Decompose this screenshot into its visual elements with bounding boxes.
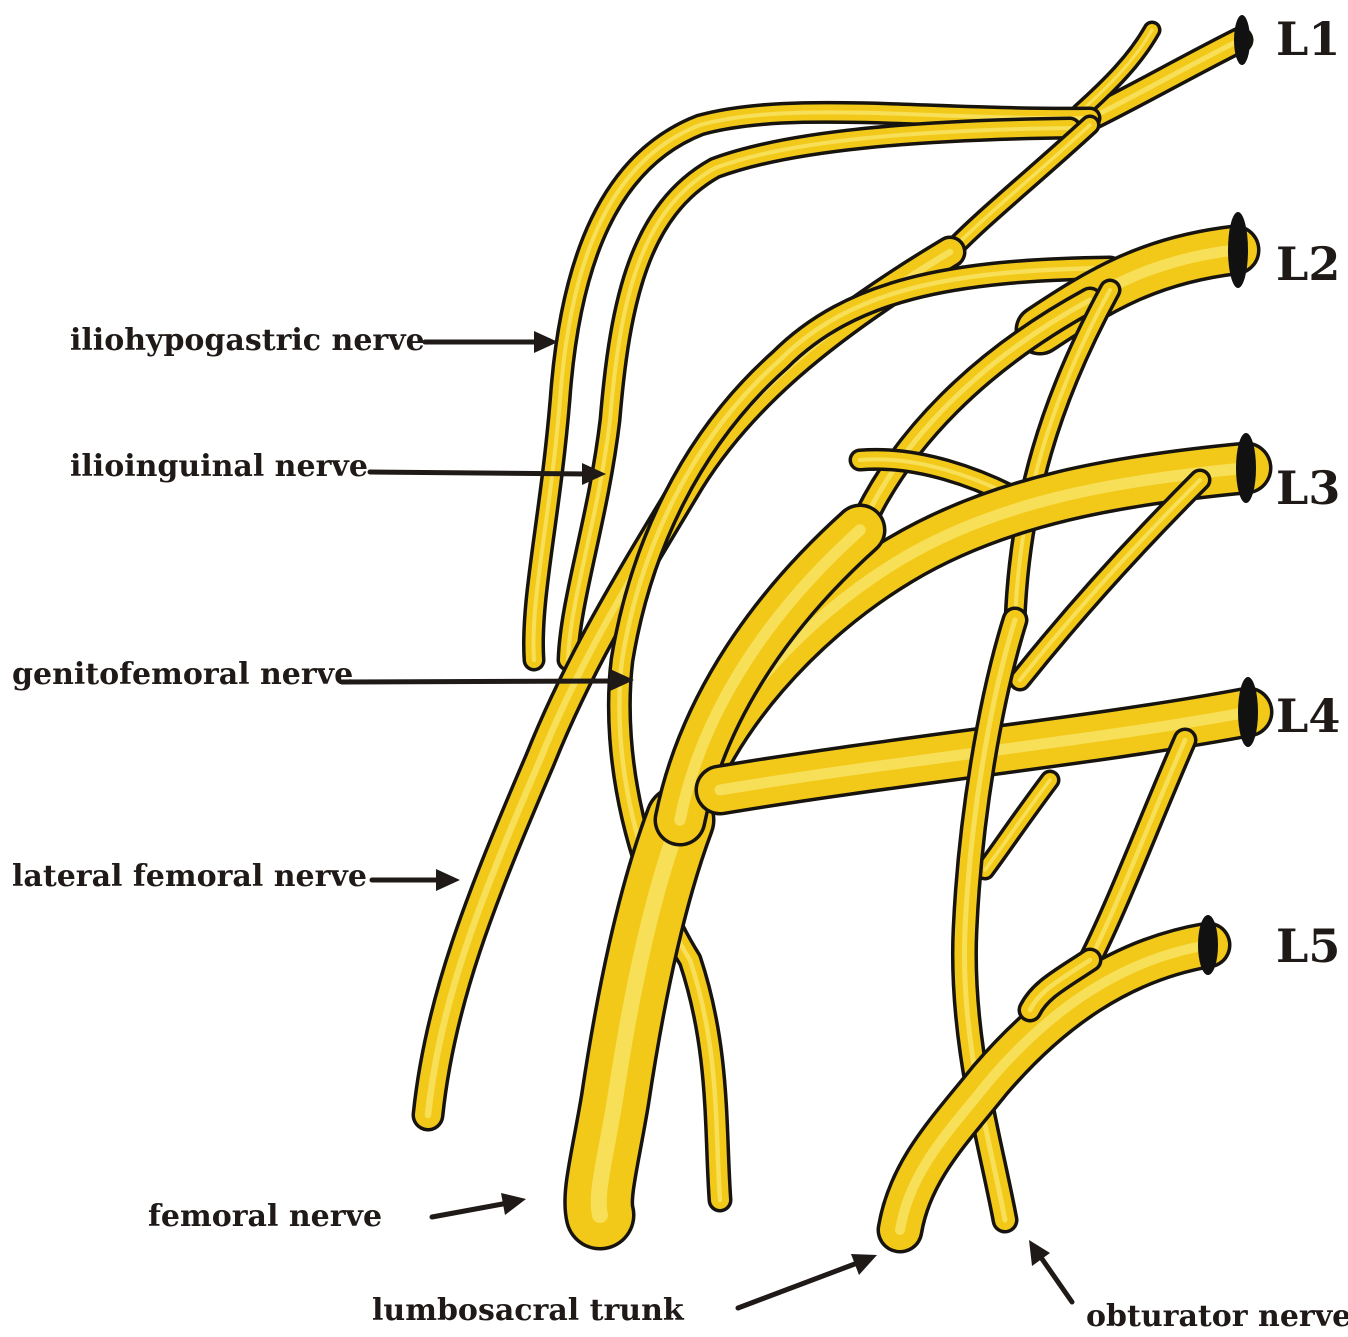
root-label-l1: L1 [1276, 12, 1340, 66]
lumbosacral-trunk-arrow [738, 1254, 877, 1308]
genitofemoral-label: genitofemoral nerve [12, 657, 353, 692]
l4-root-stump [1238, 677, 1258, 747]
root-labels: L1 L2 L3 L4 L5 [1276, 12, 1340, 973]
root-label-l4: L4 [1276, 689, 1340, 743]
iliohypogastric-arrow [425, 331, 558, 353]
l5-root-stump [1198, 915, 1218, 975]
femoral-trunk [599, 820, 680, 1215]
l1-root-stump [1234, 15, 1250, 65]
l2-root-stump [1228, 212, 1248, 288]
root-label-l2: L2 [1276, 237, 1340, 291]
nerve-drawing-group [428, 30, 1248, 1230]
ilioinguinal-arrow [370, 463, 606, 485]
lumbosacral-trunk-label: lumbosacral trunk [372, 1293, 685, 1328]
l4-lower-branch [1090, 740, 1185, 960]
lateral-femoral-label: lateral femoral nerve [12, 859, 367, 894]
l3-root-stump [1236, 433, 1256, 503]
iliohypogastric-label: iliohypogastric nerve [70, 323, 425, 358]
obturator-label: obturator nerve [1086, 1299, 1348, 1334]
root-label-l5: L5 [1276, 919, 1340, 973]
femoral-arrow [432, 1193, 526, 1217]
obturator-arrow [1029, 1240, 1072, 1302]
lateral-femoral-arrow [372, 869, 460, 891]
femoral-label: femoral nerve [148, 1199, 382, 1234]
ilioinguinal-label: ilioinguinal nerve [70, 449, 368, 484]
l4-to-obturator-branch [985, 780, 1050, 870]
root-label-l3: L3 [1276, 461, 1340, 515]
l1-to-l2-branch [950, 125, 1090, 252]
